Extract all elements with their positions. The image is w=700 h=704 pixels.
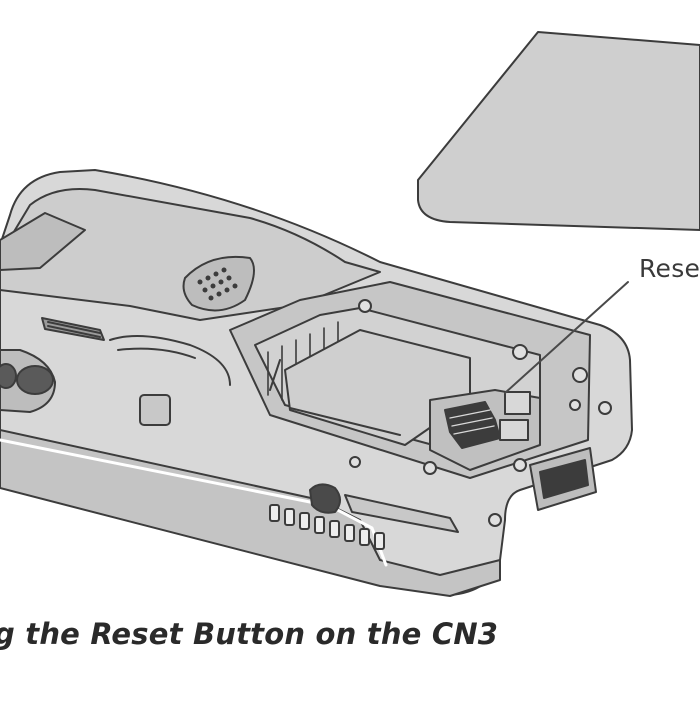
reset-callout-label: Rese xyxy=(639,254,700,283)
callout-leader-line xyxy=(504,281,629,394)
figure-caption: g the Reset Button on the CN3 xyxy=(0,617,499,651)
battery-cover-icon xyxy=(417,31,700,231)
scan-button-icon xyxy=(182,255,255,312)
